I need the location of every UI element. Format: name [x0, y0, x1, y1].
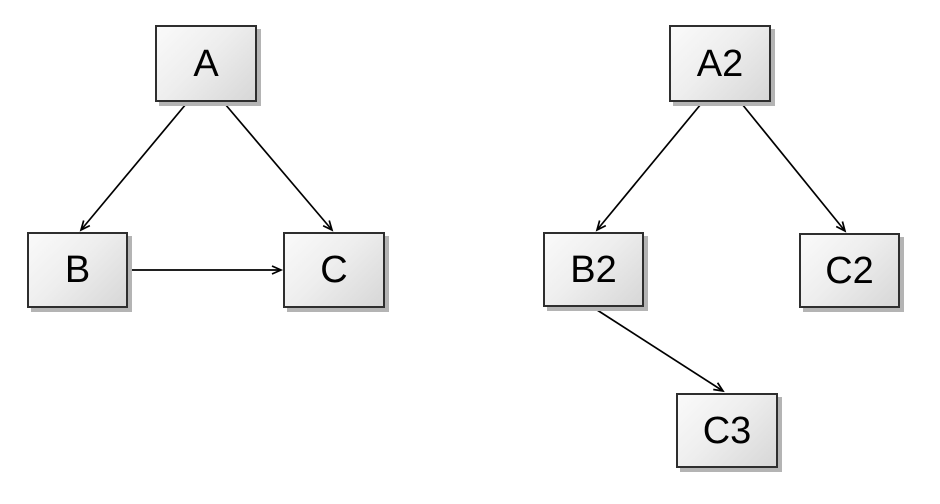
- node-C-label: C: [320, 249, 348, 291]
- node-C3[interactable]: C3: [676, 393, 778, 468]
- edge-A2-to-C2[interactable]: [741, 103, 847, 233]
- node-C2[interactable]: C2: [799, 233, 900, 308]
- node-C3-label: C3: [702, 409, 752, 452]
- node-A2[interactable]: A2: [669, 25, 771, 102]
- node-A-label: A: [193, 42, 219, 85]
- edge-B2-to-C3[interactable]: [593, 307, 725, 393]
- node-C2-label: C2: [825, 249, 874, 292]
- edge-A-to-B[interactable]: [79, 103, 187, 232]
- node-B2[interactable]: B2: [543, 232, 644, 307]
- node-C[interactable]: C: [283, 232, 385, 308]
- node-B[interactable]: B: [27, 232, 128, 308]
- edge-A-to-C[interactable]: [224, 103, 334, 232]
- node-A[interactable]: A: [155, 25, 257, 102]
- node-B2-label: B2: [570, 248, 617, 291]
- edge-A2-to-B2[interactable]: [595, 103, 702, 232]
- node-B-label: B: [64, 249, 91, 291]
- node-A2-label: A2: [696, 42, 744, 85]
